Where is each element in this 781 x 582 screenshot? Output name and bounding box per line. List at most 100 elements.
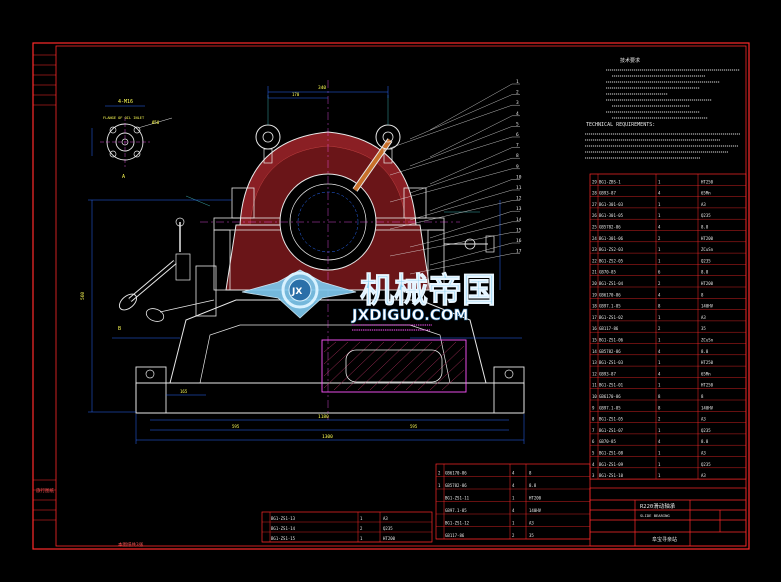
cell-code: GB97.1-85 bbox=[445, 508, 467, 513]
cell-mat: Q235 bbox=[701, 428, 711, 433]
cell-code: BG1-ZS1-03 bbox=[599, 360, 624, 365]
callout-leader bbox=[409, 189, 513, 221]
cell-code: BG1-ZS1-13 bbox=[271, 516, 296, 521]
cell-qty: 6 bbox=[658, 270, 661, 275]
cell-mat: Q235 bbox=[701, 462, 711, 467]
cell-qty: 4 bbox=[512, 483, 515, 488]
cell-code: BG1-ZS1-08 bbox=[599, 451, 624, 456]
cell-no: 20 bbox=[592, 281, 597, 286]
cell-code: BG1-301-06 bbox=[599, 236, 624, 241]
cell-mat: 8 bbox=[701, 292, 704, 297]
cell-qty: 4 bbox=[512, 471, 515, 476]
cell-code: BG1-ZS1-11 bbox=[445, 496, 470, 501]
callout-number: 6 bbox=[516, 132, 519, 138]
cell-mat: ZCuSn bbox=[701, 338, 714, 343]
callout-leader bbox=[409, 126, 513, 167]
cell-no: 2 bbox=[438, 471, 441, 476]
cell-mat: 8.8 bbox=[701, 349, 709, 354]
cell-qty: 4 bbox=[658, 225, 661, 230]
cell-code: BG1-ZS1-10 bbox=[599, 473, 624, 478]
cell-code: BG1-ZS1-15 bbox=[271, 536, 296, 541]
oil-inlet-flange-detail bbox=[91, 105, 173, 167]
cell-no: 12 bbox=[592, 371, 597, 376]
dim-half-left: 595 bbox=[232, 424, 240, 429]
watermark-logo-mark: JX bbox=[291, 287, 302, 297]
cell-code: BG1-ZS2-05 bbox=[599, 258, 624, 263]
callout-number: 12 bbox=[516, 196, 522, 202]
callout-leader bbox=[429, 115, 513, 158]
dim-top-half: 170 bbox=[292, 92, 300, 97]
requirements-en-heading: TECHNICAL REQUIREMENTS: bbox=[586, 122, 655, 128]
watermark-subtext bbox=[352, 324, 432, 331]
cell-mat: 140HV bbox=[701, 405, 714, 410]
cell-code: BG1-ZS2-03 bbox=[599, 247, 624, 252]
dim-height: 560 bbox=[80, 292, 86, 300]
cell-qty: 8 bbox=[658, 394, 661, 399]
cell-no: 4 bbox=[592, 462, 595, 467]
callout-leader bbox=[389, 232, 513, 257]
dim-overall: 1300 bbox=[322, 434, 333, 440]
callout-number: 17 bbox=[516, 249, 522, 255]
callout-number: 1 bbox=[516, 79, 519, 85]
cell-qty: 4 bbox=[658, 371, 661, 376]
left-margin-strip bbox=[33, 54, 56, 521]
cell-no: 29 bbox=[592, 179, 597, 184]
cell-mat: A3 bbox=[701, 315, 706, 320]
detail-bolt-label: 4-M16 bbox=[118, 99, 133, 105]
cell-no: 26 bbox=[592, 213, 597, 218]
cell-mat: 35 bbox=[701, 326, 706, 331]
cell-qty: 1 bbox=[658, 179, 661, 184]
cell-no: 24 bbox=[592, 236, 597, 241]
cell-code: BG1-ZS1-02 bbox=[599, 315, 624, 320]
requirements-heading: 技术要求 bbox=[620, 57, 640, 64]
cell-qty: 1 bbox=[658, 360, 661, 365]
cell-qty: 2 bbox=[512, 533, 515, 538]
cell-qty: 2 bbox=[360, 526, 363, 531]
cell-no: 15 bbox=[592, 338, 597, 343]
detail-oil-label: FLANGE OF OIL INLET bbox=[103, 116, 145, 120]
callout-number: 8 bbox=[516, 153, 519, 159]
cell-qty: 4 bbox=[658, 349, 661, 354]
callout-leader bbox=[389, 200, 513, 230]
watermark-url: JXDIGUO.COM bbox=[351, 306, 468, 324]
cell-mat: 140HV bbox=[529, 508, 542, 513]
cell-qty: 1 bbox=[658, 338, 661, 343]
cell-qty: 1 bbox=[512, 521, 515, 526]
cell-qty: 1 bbox=[658, 462, 661, 467]
cell-mat: 65Mn bbox=[701, 191, 711, 196]
callout-leader bbox=[389, 136, 513, 176]
cell-code: GB70-85 bbox=[599, 270, 616, 275]
dim-foot: 165 bbox=[180, 389, 188, 394]
cell-no: 14 bbox=[592, 349, 597, 354]
cell-qty: 1 bbox=[360, 516, 363, 521]
cell-no: 23 bbox=[592, 247, 597, 252]
callout-number: 15 bbox=[516, 227, 522, 233]
cell-mat: HT250 bbox=[701, 383, 714, 388]
detail-dia-label: Ø50 bbox=[152, 120, 160, 125]
cell-no: 19 bbox=[592, 292, 597, 297]
cell-code: GB97.1-85 bbox=[599, 405, 621, 410]
callout-leader bbox=[409, 94, 513, 140]
cell-code: GB93-87 bbox=[599, 371, 616, 376]
cell-no: 16 bbox=[592, 326, 597, 331]
cell-qty: 1 bbox=[658, 473, 661, 478]
cell-qty: 1 bbox=[658, 213, 661, 218]
callout-number: 2 bbox=[516, 90, 519, 96]
cell-mat: 35 bbox=[529, 533, 534, 538]
cell-mat: A3 bbox=[383, 516, 388, 521]
cell-code: GB6170-86 bbox=[599, 292, 621, 297]
side-label: 旅行图纸 bbox=[36, 487, 54, 494]
cell-qty: 4 bbox=[658, 292, 661, 297]
cell-code: BG1-ZS1-12 bbox=[445, 521, 470, 526]
callout-leader bbox=[429, 179, 513, 212]
drawing-en-name: SLIDE BEARING bbox=[640, 513, 670, 518]
watermark-logo bbox=[241, 269, 357, 319]
cell-qty: 2 bbox=[658, 281, 661, 286]
cell-qty: 1 bbox=[360, 536, 363, 541]
requirements-text-lines bbox=[585, 69, 740, 159]
callout-number: 5 bbox=[516, 121, 519, 127]
cell-qty: 2 bbox=[658, 236, 661, 241]
cell-qty: 1 bbox=[658, 247, 661, 252]
